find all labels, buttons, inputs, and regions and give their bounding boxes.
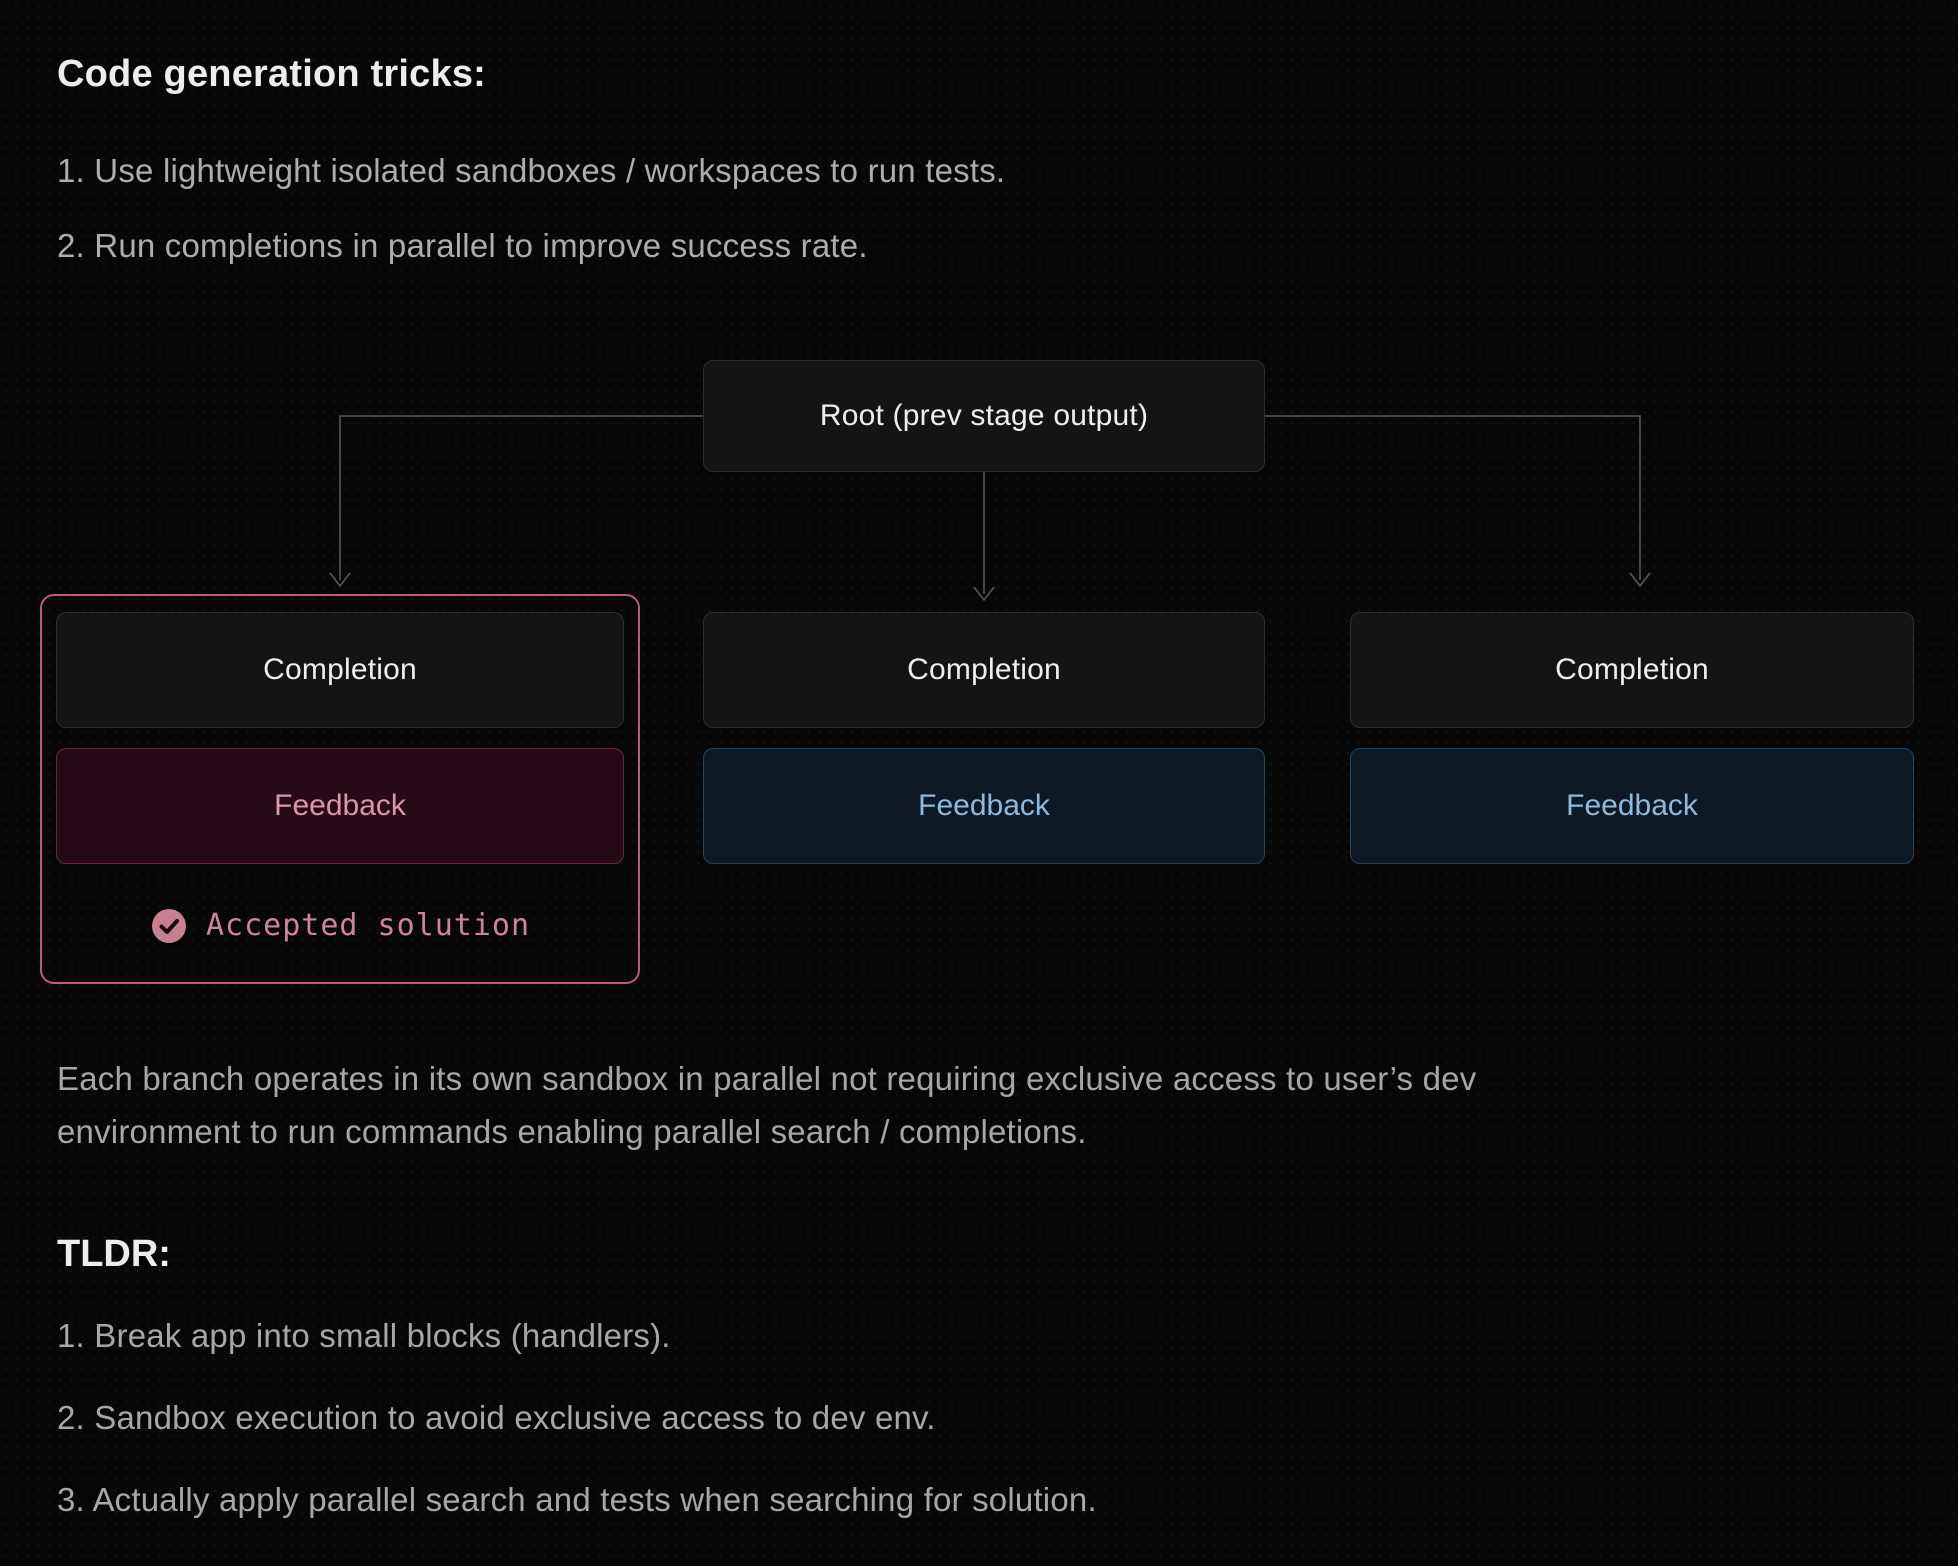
list-item: 1. Use lightweight isolated sandboxes / … — [57, 151, 1006, 189]
completion-node-label: Completion — [1555, 652, 1709, 686]
completion-tree-diagram: Root (prev stage output) Completion Feed… — [0, 328, 1958, 988]
completion-node: Completion — [703, 611, 1265, 728]
feedback-node-label: Feedback — [1566, 788, 1698, 822]
completion-node: Completion — [56, 611, 624, 728]
feedback-node: Feedback — [703, 747, 1265, 864]
branch-explanation-paragraph: Each branch operates in its own sandbox … — [57, 1059, 1477, 1150]
completion-node-label: Completion — [907, 652, 1061, 686]
page-title: Code generation tricks: — [57, 53, 487, 95]
list-item: 3. Actually apply parallel search and te… — [57, 1481, 1097, 1519]
completion-node: Completion — [1350, 611, 1914, 728]
root-node-label: Root (prev stage output) — [819, 398, 1149, 432]
tldr-list: 1. Break app into small blocks (handlers… — [57, 1313, 1918, 1522]
accepted-branch-outline — [40, 593, 640, 984]
feedback-node: Feedback — [1350, 747, 1914, 864]
feedback-node-label: Feedback — [274, 788, 406, 822]
list-item: 1. Break app into small blocks (handlers… — [57, 1317, 671, 1355]
tricks-list: 1. Use lightweight isolated sandboxes / … — [57, 148, 1918, 268]
completion-node-label: Completion — [263, 652, 417, 686]
list-item: 2. Run completions in parallel to improv… — [57, 226, 868, 264]
feedback-node-accepted: Feedback — [56, 747, 624, 864]
tldr-title: TLDR: — [57, 1232, 171, 1275]
accepted-solution-label: Accepted solution — [205, 908, 531, 944]
feedback-node-label: Feedback — [918, 788, 1050, 822]
check-circle-icon — [151, 908, 186, 943]
root-node: Root (prev stage output) — [703, 359, 1265, 472]
accepted-solution-row: Accepted solution — [40, 902, 640, 950]
list-item: 2. Sandbox execution to avoid exclusive … — [57, 1399, 936, 1437]
